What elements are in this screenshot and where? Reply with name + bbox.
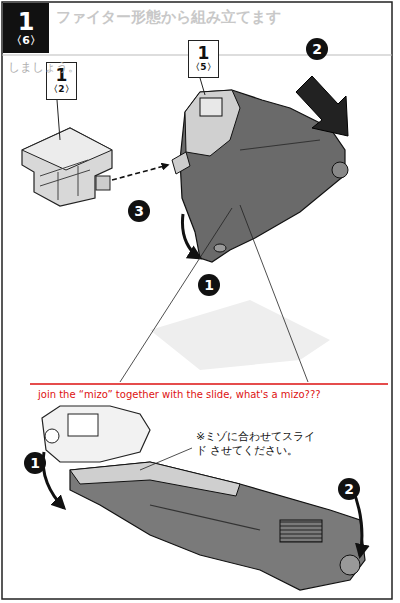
callout-number: 3 [128, 200, 150, 222]
page-frame [2, 2, 392, 599]
part-tag: 1〈5〉 [188, 40, 219, 78]
faded-text: しましょう。 [8, 60, 80, 75]
translator-note: join the “mizo” together with the slide,… [38, 389, 383, 402]
step-number: 1 [30, 456, 40, 471]
slide-arrow [112, 165, 168, 180]
tag-leader [57, 100, 60, 140]
part-left [22, 128, 112, 206]
step-number: 2 [312, 42, 322, 57]
part-number: 1 [18, 10, 35, 35]
part-number: 〈2〉 [49, 85, 73, 94]
callout-number: 1 [24, 452, 46, 474]
step-number: 3 [134, 204, 144, 219]
ghost-figure [150, 300, 330, 370]
rotate-arrow [43, 452, 64, 508]
rotate-arrow [182, 214, 200, 258]
zoom-line [240, 205, 308, 382]
callout-number: 1 [198, 274, 220, 296]
part-number: 1 [198, 45, 210, 63]
part-number: 〈5〉 [191, 63, 215, 72]
zoom-line [120, 208, 232, 382]
callout-number: 2 [306, 38, 328, 60]
step-number: 1 [204, 278, 214, 293]
push-arrow [296, 76, 348, 136]
step-header: 1〈6〉 [3, 3, 49, 53]
step-number: 2 [344, 482, 354, 497]
callout-number: 2 [338, 478, 360, 500]
note-leader [140, 448, 192, 470]
part-number: 〈6〉 [11, 35, 41, 47]
detail-part [42, 406, 365, 590]
assembly-note: ※ミゾに合わせてスライド させてください。 [196, 430, 324, 458]
red-divider [30, 383, 388, 385]
faded-title: ファイター形態から組み立てます [56, 8, 281, 27]
tag-leader [200, 78, 205, 95]
